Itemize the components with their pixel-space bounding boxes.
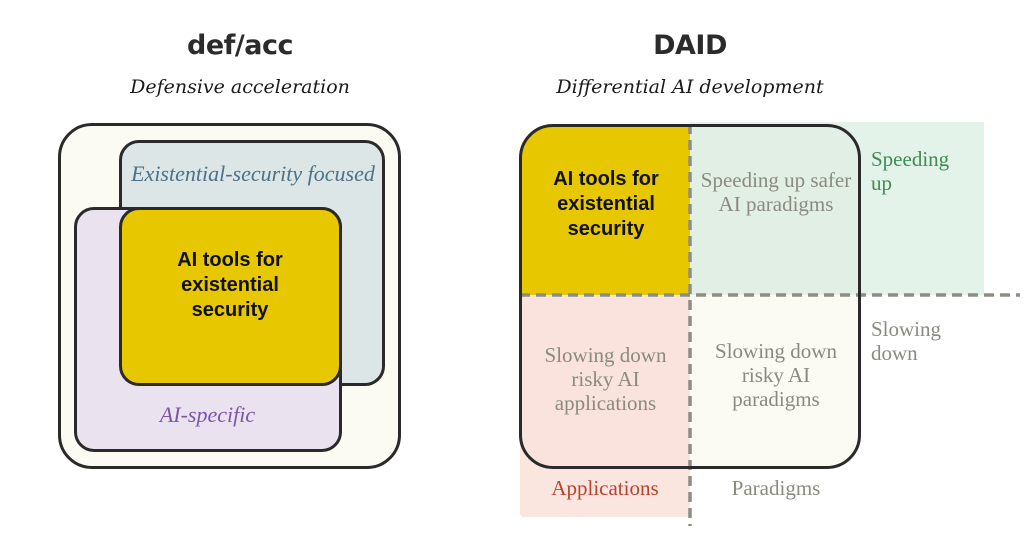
existential-security-label: Existential-security focused <box>131 161 375 186</box>
existential-overlap-fill <box>342 210 382 383</box>
cell-bottom-right-label: Slowing down risky AI paradigms <box>715 339 837 411</box>
intersection-label: AI tools for existential security <box>177 249 283 321</box>
daid-title: DAID <box>653 30 727 61</box>
cell-bottom-left-label: Slowing down risky AI applications <box>544 343 667 415</box>
daid-subtitle: Differential AI development <box>556 76 824 98</box>
daid-outer-box <box>519 124 861 469</box>
intersection-region <box>119 207 342 386</box>
column-label-applications: Applications <box>551 476 659 500</box>
defacc-subtitle: Defensive acceleration <box>130 76 350 98</box>
row-label-slowing-down: Slowing down <box>871 317 942 365</box>
cell-top-right-label: Speeding up safer AI paradigms <box>700 168 852 216</box>
row-label-speeding-up: Speeding up <box>871 147 950 195</box>
column-label-paradigms: Paradigms <box>731 476 821 500</box>
cell-top-left-label: AI tools for existential security <box>553 168 659 240</box>
ai-specific-label: AI-specific <box>159 402 256 427</box>
defacc-title: def/acc <box>187 30 293 61</box>
